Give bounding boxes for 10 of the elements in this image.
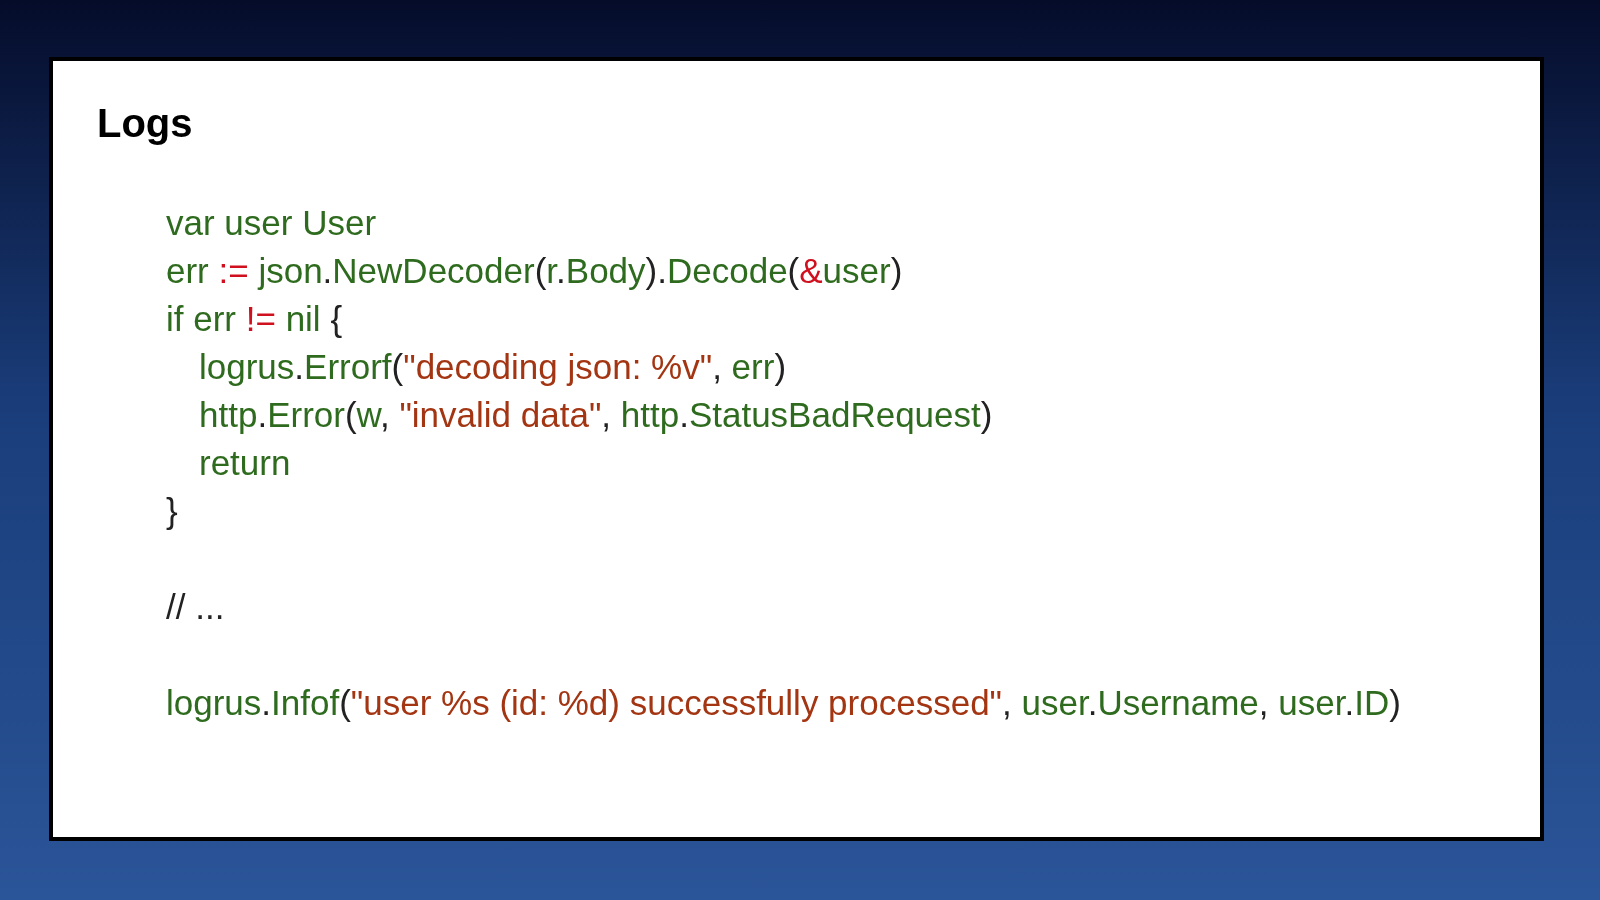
code-line: if err != nil { [166,298,343,340]
code-line: logrus.Infof("user %s (id: %d) successfully processed", user.Username, user.ID) [166,682,1401,724]
code-line: http.Error(w, "invalid data", http.StatusBadRequest) [199,394,993,436]
slide-title: Logs [97,101,193,146]
code-line: var user User [166,202,377,244]
code-line: return [199,442,291,484]
code-line: logrus.Errorf("decoding json: %v", err) [199,346,787,388]
code-line: // ... [166,586,225,628]
code-line: } [166,490,178,532]
code-line: err := json.NewDecoder(r.Body).Decode(&user) [166,250,903,292]
